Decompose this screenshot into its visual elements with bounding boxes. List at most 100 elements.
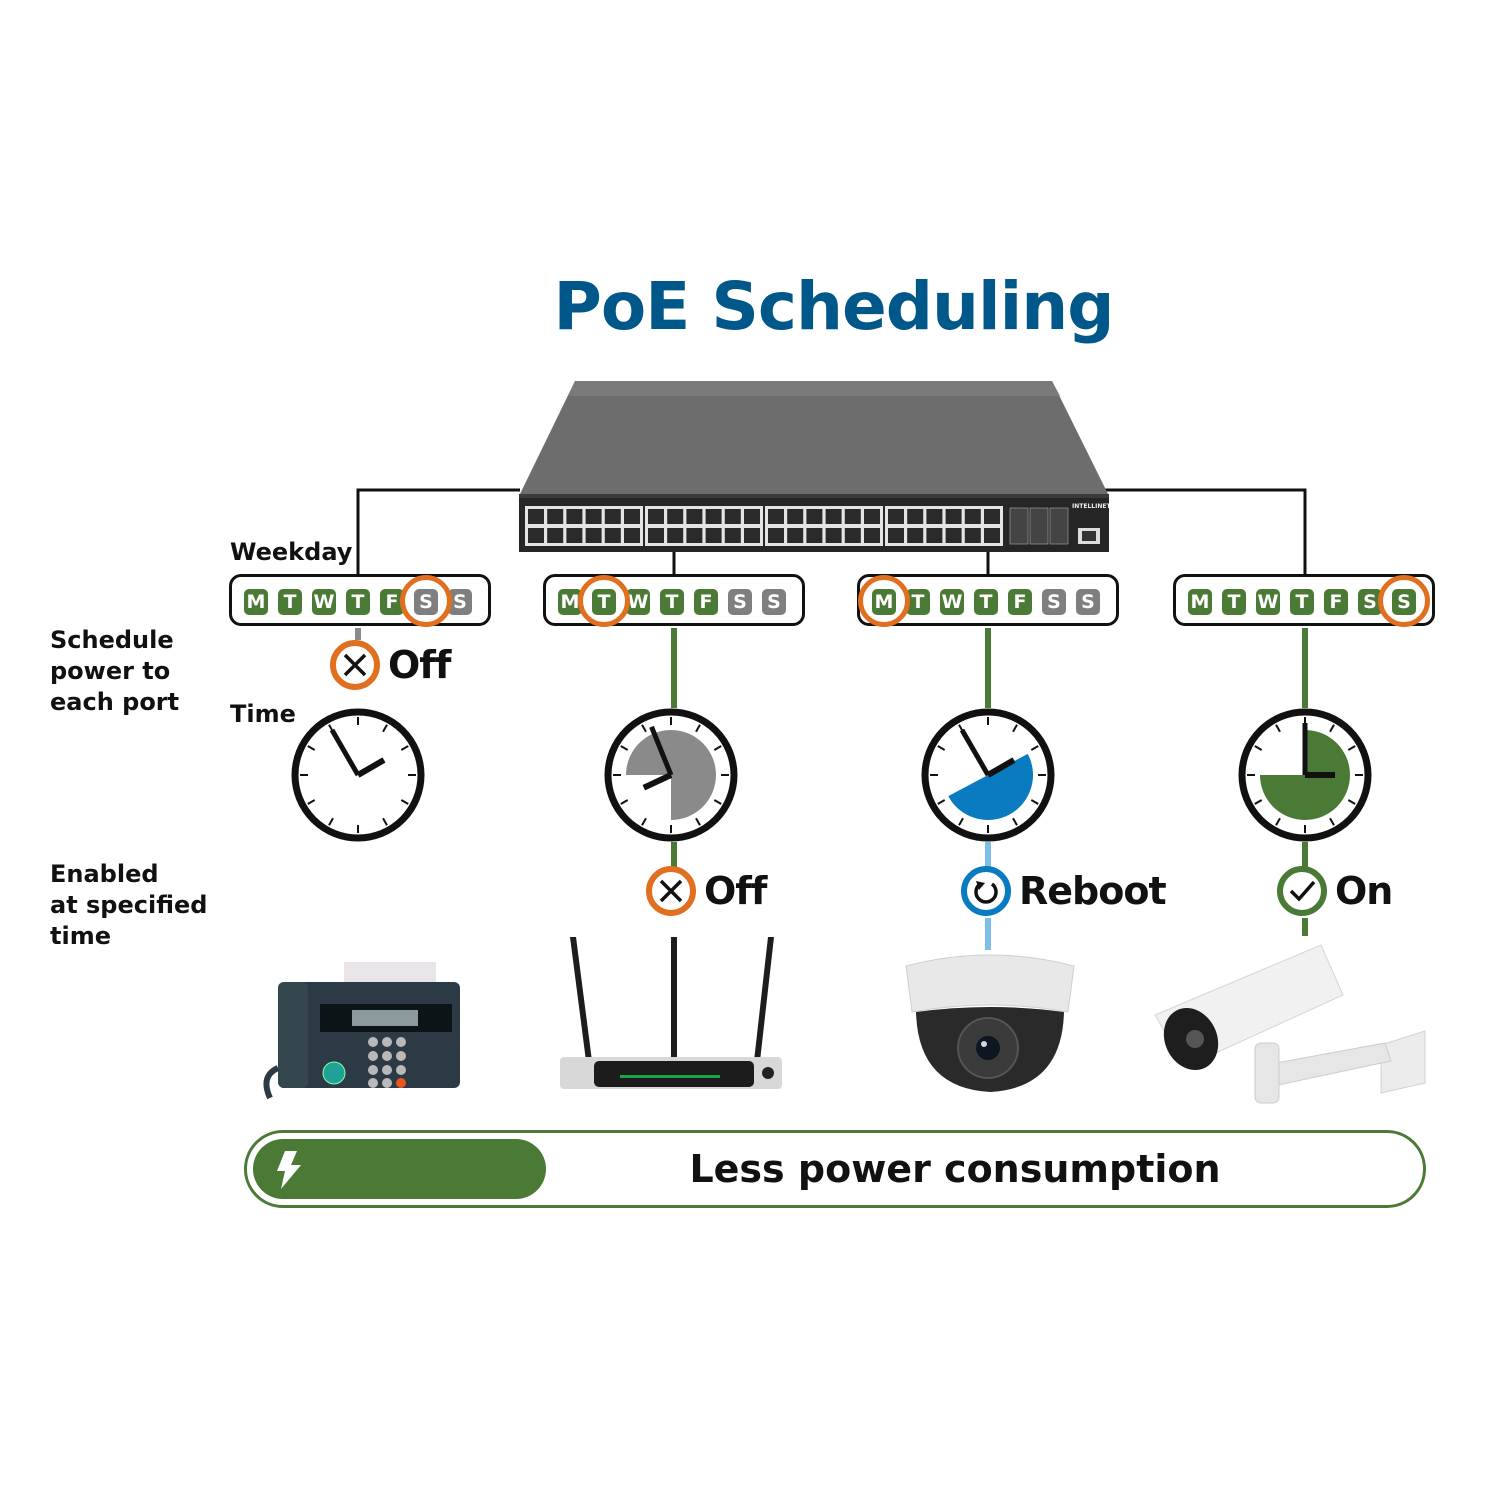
clock-tick bbox=[1275, 817, 1281, 826]
clock-tick bbox=[1347, 799, 1356, 805]
dome-camera-device bbox=[905, 954, 1075, 1092]
hour-hand bbox=[356, 757, 386, 778]
ethernet-port bbox=[724, 528, 741, 543]
ethernet-port bbox=[964, 509, 981, 524]
clock-tick bbox=[937, 799, 946, 805]
day-toggle-t[interactable]: T bbox=[1222, 589, 1246, 615]
ethernet-port bbox=[705, 528, 722, 543]
ethernet-port bbox=[547, 528, 564, 543]
day-toggle-t[interactable]: T bbox=[660, 589, 684, 615]
page-title: PoE Scheduling bbox=[553, 268, 1115, 345]
day-toggle-s[interactable]: S bbox=[1042, 589, 1066, 615]
clock-tick bbox=[641, 724, 647, 733]
day-toggle-t[interactable]: T bbox=[974, 589, 998, 615]
ethernet-port bbox=[907, 509, 924, 524]
ethernet-port bbox=[547, 509, 564, 524]
ethernet-port bbox=[926, 509, 943, 524]
sfp-slots bbox=[1009, 507, 1069, 545]
ethernet-port bbox=[787, 528, 804, 543]
ethernet-port bbox=[624, 509, 640, 524]
clock-tick bbox=[382, 817, 388, 826]
port-block bbox=[765, 506, 883, 546]
day-toggle-w[interactable]: W bbox=[626, 589, 650, 615]
ethernet-port bbox=[907, 528, 924, 543]
port-block bbox=[525, 506, 643, 546]
clock-tick bbox=[620, 799, 629, 805]
day-toggle-s[interactable]: S bbox=[762, 589, 786, 615]
result-status-port-3: Reboot bbox=[961, 866, 1167, 916]
ethernet-port bbox=[667, 509, 684, 524]
ethernet-port bbox=[705, 509, 722, 524]
ethernet-port bbox=[964, 528, 981, 543]
clock-tick bbox=[641, 817, 647, 826]
selected-day-ring bbox=[400, 575, 452, 627]
minute-hand bbox=[959, 728, 991, 777]
day-toggle-s[interactable]: S bbox=[728, 589, 752, 615]
ethernet-port bbox=[648, 509, 664, 524]
ethernet-port bbox=[984, 528, 1000, 543]
clock-tick bbox=[937, 745, 946, 751]
hour-hand bbox=[986, 757, 1016, 778]
clock-port-1 bbox=[291, 708, 425, 842]
clock-tick bbox=[958, 817, 964, 826]
clock-tick bbox=[1012, 817, 1018, 826]
power-consumption-label: Less power consumption bbox=[689, 1147, 1221, 1191]
clock-tick bbox=[620, 745, 629, 751]
clock-tick bbox=[695, 724, 701, 733]
ethernet-port bbox=[566, 509, 583, 524]
day-toggle-m[interactable]: M bbox=[244, 589, 268, 615]
ethernet-port bbox=[844, 509, 861, 524]
port-block bbox=[885, 506, 1003, 546]
clock-tick bbox=[400, 745, 409, 751]
result-label: On bbox=[1335, 869, 1393, 913]
enabled-time-line-1: Enabled bbox=[50, 860, 159, 888]
day-toggle-w[interactable]: W bbox=[1256, 589, 1280, 615]
ethernet-port bbox=[566, 528, 583, 543]
bullet-camera-device bbox=[1154, 944, 1426, 1104]
schedule-power-label: Schedule power to each port bbox=[50, 625, 179, 718]
ethernet-port bbox=[604, 528, 621, 543]
lightning-icon bbox=[277, 1151, 301, 1189]
day-toggle-s[interactable]: S bbox=[1076, 589, 1100, 615]
ethernet-port bbox=[806, 528, 823, 543]
day-toggle-t[interactable]: T bbox=[278, 589, 302, 615]
day-toggle-t[interactable]: T bbox=[1290, 589, 1314, 615]
day-toggle-w[interactable]: W bbox=[312, 589, 336, 615]
day-toggle-t[interactable]: T bbox=[906, 589, 930, 615]
ethernet-port bbox=[528, 528, 544, 543]
clock-tick bbox=[1254, 799, 1263, 805]
minute-hand bbox=[329, 728, 361, 777]
day-toggle-f[interactable]: F bbox=[1324, 589, 1348, 615]
selected-day-ring bbox=[1378, 575, 1430, 627]
clock-tick bbox=[307, 799, 316, 805]
ethernet-port bbox=[888, 509, 904, 524]
day-toggle-f[interactable]: F bbox=[1008, 589, 1032, 615]
x-icon bbox=[330, 640, 380, 690]
day-toggle-m[interactable]: M bbox=[1188, 589, 1212, 615]
clock-tick bbox=[713, 745, 722, 751]
result-status-port-4: On bbox=[1277, 866, 1393, 916]
ethernet-port bbox=[787, 509, 804, 524]
clock-tick bbox=[382, 724, 388, 733]
ethernet-port bbox=[744, 528, 760, 543]
clock-tick bbox=[1012, 724, 1018, 733]
switch-top bbox=[520, 381, 1108, 494]
ethernet-port bbox=[585, 509, 602, 524]
day-toggle-s[interactable]: S bbox=[448, 589, 472, 615]
enabled-time-label: Enabled at specified time bbox=[50, 859, 207, 952]
clock-tick bbox=[328, 817, 334, 826]
ethernet-port bbox=[724, 509, 741, 524]
minute-hand bbox=[649, 725, 674, 776]
switch-ports bbox=[525, 506, 1003, 546]
ethernet-port bbox=[768, 509, 784, 524]
day-toggle-w[interactable]: W bbox=[940, 589, 964, 615]
ethernet-port bbox=[864, 509, 880, 524]
day-toggle-f[interactable]: F bbox=[694, 589, 718, 615]
connector-line-port-1 bbox=[356, 488, 520, 574]
day-toggle-t[interactable]: T bbox=[346, 589, 370, 615]
wifi-router-device bbox=[560, 937, 782, 1089]
